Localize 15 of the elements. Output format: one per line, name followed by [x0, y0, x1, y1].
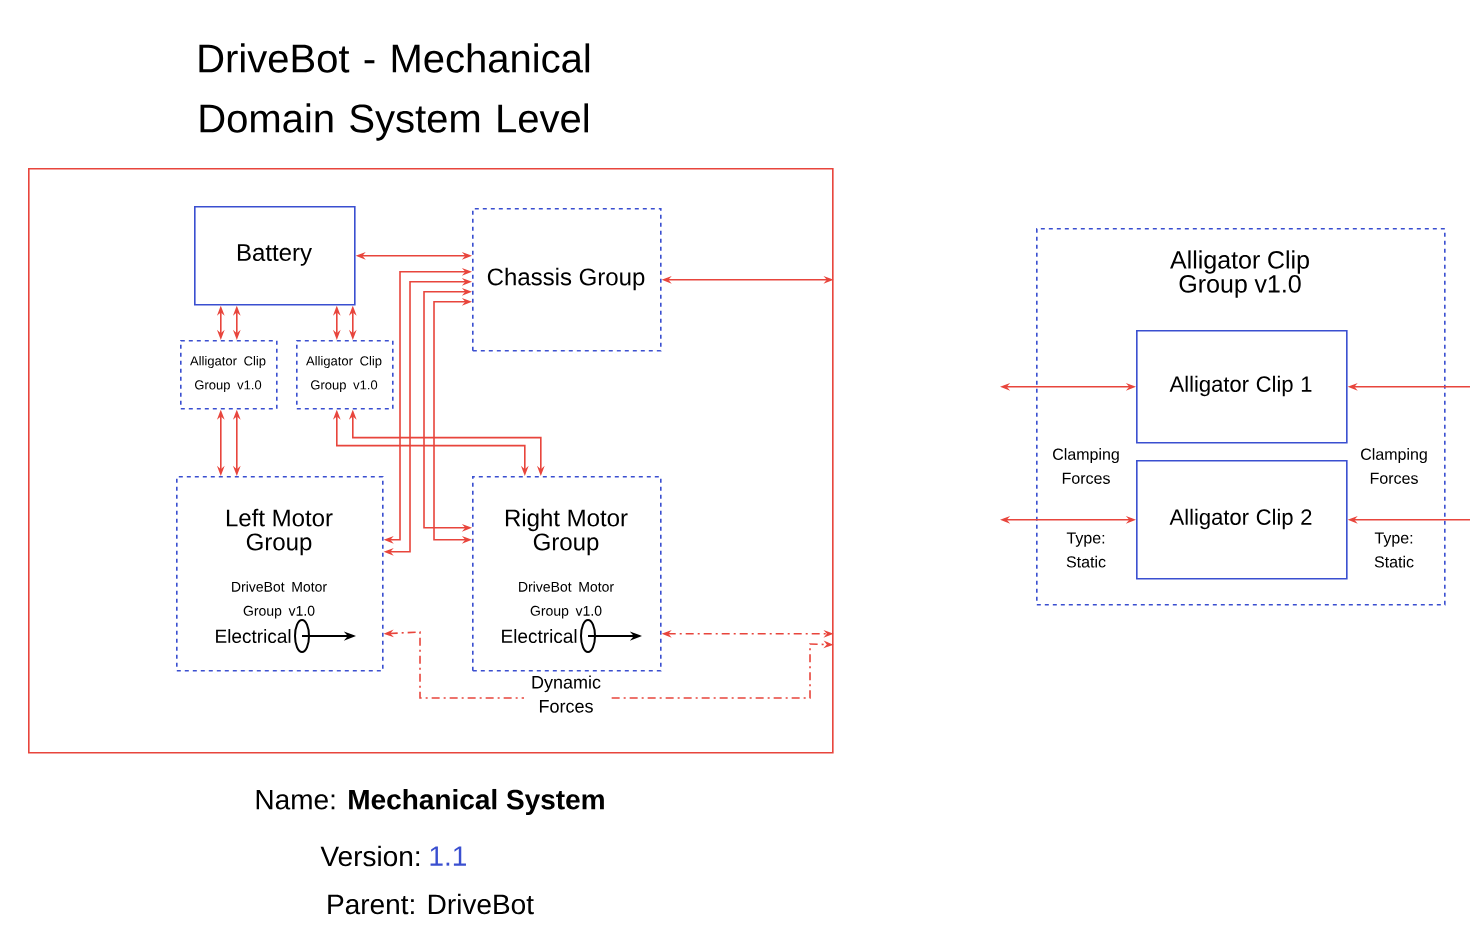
- caption-line: Version:: [320, 845, 420, 867]
- edge-label: Dynamic Forces: [524, 673, 608, 715]
- system-frame: [28, 168, 834, 754]
- caption-line: 1.1: [430, 846, 466, 866]
- type-label: Type: Static: [1374, 532, 1414, 568]
- force-label: Clamping Forces: [1053, 448, 1119, 484]
- component-box: Alligator Clip 2: [1136, 460, 1348, 580]
- component-box: Alligator Clip 1: [1136, 330, 1348, 444]
- group-box: Chassis Group: [472, 208, 662, 352]
- type-label: Type: Static: [1066, 532, 1106, 568]
- title: DriveBot - Mechanical Domain System Level: [199, 43, 590, 141]
- caption-line: Name: Mechanical System: [256, 788, 604, 816]
- component-box: Battery: [194, 206, 356, 306]
- caption-line: Parent: DriveBot: [328, 893, 534, 915]
- force-label: Clamping Forces: [1361, 448, 1427, 484]
